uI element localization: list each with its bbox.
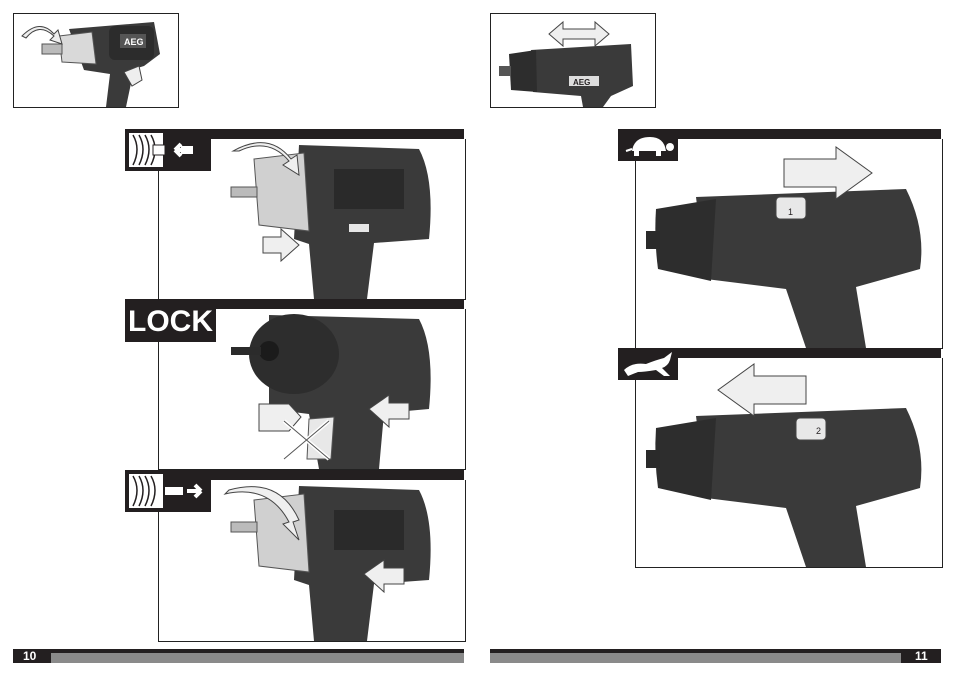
panel-gear-high: 2 <box>635 358 943 568</box>
tortoise-icon <box>618 129 678 161</box>
wood-screw-out-icon <box>125 129 211 171</box>
gear-indicator-2: 2 <box>816 426 821 436</box>
wood-screw-in-icon <box>125 470 211 512</box>
gear-indicator-1: 1 <box>788 207 793 217</box>
brand-label-2: AEG <box>573 78 590 87</box>
panel-gear-low: 1 <box>635 139 943 349</box>
brand-label: AEG <box>124 37 144 47</box>
thumbnail-gear-selector: AEG <box>490 13 656 108</box>
lock-label: LOCK <box>125 302 216 342</box>
drill-gear-high-illustration: 2 <box>636 358 942 567</box>
hare-icon <box>618 348 678 380</box>
page-number-right: 11 <box>915 649 928 663</box>
left-page-footer: 10 <box>13 649 464 663</box>
drill-gear-low-illustration: 1 <box>636 139 942 348</box>
right-page-footer: 11 <box>490 649 941 663</box>
thumbnail-chuck-rotation: AEG <box>13 13 179 108</box>
drill-thumbnail-illustration: AEG <box>14 14 178 107</box>
page-number-left: 10 <box>23 649 36 663</box>
drill-top-view-thumbnail: AEG <box>491 14 655 107</box>
